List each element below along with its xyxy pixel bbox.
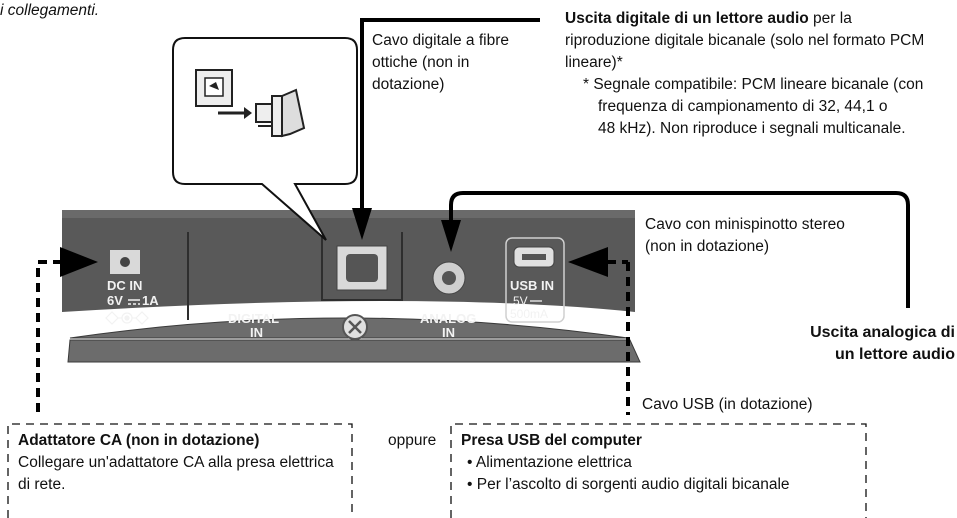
analog-in-label-2: IN [442,325,455,340]
screw-cross-icon [348,320,362,334]
callout-bubble [172,37,358,241]
protective-cap-illustration [255,88,306,138]
analog-output-line-2: un lettore audio [835,346,955,363]
digital-output-note: Uscita digitale di un lettore audio per … [565,8,955,140]
panel-top-shadow [62,210,635,218]
usb-arrow-icon [568,247,608,277]
digital-output-line-3: lineare)* [565,54,623,71]
analog-arrow-icon [441,220,461,252]
analog-in-hole [442,271,456,285]
footnote-line-3: 48 kHz). Non riproduce i segnali multica… [598,120,906,137]
digital-arrow-icon [352,208,372,240]
optical-cable-note: Cavo digitale a fibre ottiche (non in do… [372,30,557,96]
digital-output-title: Uscita digitale di un lettore audio [565,10,809,27]
digital-in-label-2: IN [250,325,263,340]
optical-cable-line-2: ottiche (non in [372,54,470,71]
usb-computer-bullet-2: • Per l’ascolto di sorgenti audio digita… [467,476,790,493]
digital-output-line-2: riproduzione digitale bicanale (solo nel… [565,32,925,49]
dc-current-label: 1A [142,293,159,308]
usb-computer-title: Presa USB del computer [461,432,642,449]
dc-symbol-icon [128,299,140,305]
usb-cable-note: Cavo USB (in dotazione) [642,396,813,413]
ac-adapter-line-2: di rete. [18,476,66,493]
usb-in-label: USB IN [510,278,554,293]
dc-in-label: DC IN [107,278,142,293]
stereo-cable-line-2: (non in dotazione) [645,238,770,255]
digital-in-label: DIGITAL [228,311,279,326]
dc-rating-label: 6V [107,293,123,308]
optical-cable-line-3: dotazione) [372,76,445,93]
digital-output-rest: per la [808,10,852,27]
footnote-line-2: frequenza di campionamento di 32, 44,1 o [598,98,888,115]
optical-port-hole [346,254,378,282]
digital-cable-line [360,18,540,210]
usb-current-label: 500mA [510,307,548,321]
dc-cable-line [36,260,62,415]
usb-port-slot [522,254,546,260]
usb-computer-text: Presa USB del computer • Alimentazione e… [461,430,861,496]
optical-cable-line-1: Cavo digitale a fibre [372,32,509,49]
dc-arrow-icon [60,247,98,277]
oppure-label: oppure [388,432,437,449]
footnote-line-1: * Segnale compatibile: PCM lineare bican… [583,76,924,93]
analog-in-label: ANALOG [420,311,476,326]
stereo-cable-note: Cavo con minispinotto stereo (non in dot… [645,214,905,258]
usb-computer-bullet-1: • Alimentazione elettrica [467,454,632,471]
ac-adapter-box [7,423,353,518]
analog-output-line-1: Uscita analogica di [810,324,955,341]
usb-computer-box [450,423,867,518]
stereo-cable-line-1: Cavo con minispinotto stereo [645,216,845,233]
ac-adapter-line-1: Collegare un'adattatore CA alla presa el… [18,454,334,471]
digital-output-line-1: Uscita digitale di un lettore audio per … [565,8,955,30]
dc-in-pin-icon [120,257,130,267]
analog-output-note: Uscita analogica di un lettore audio [785,322,955,366]
ac-adapter-title: Adattatore CA (non in dotazione) [18,432,260,449]
intro-text-tail: i collegamenti. [0,2,100,19]
digital-recess [321,232,403,301]
ac-adapter-text: Adattatore CA (non in dotazione) Collega… [18,430,348,496]
usb-volt-label: 5V [513,294,528,308]
analog-cable-line [449,191,910,308]
polarity-symbol-icon [105,311,149,325]
usb-in-block [505,237,565,323]
